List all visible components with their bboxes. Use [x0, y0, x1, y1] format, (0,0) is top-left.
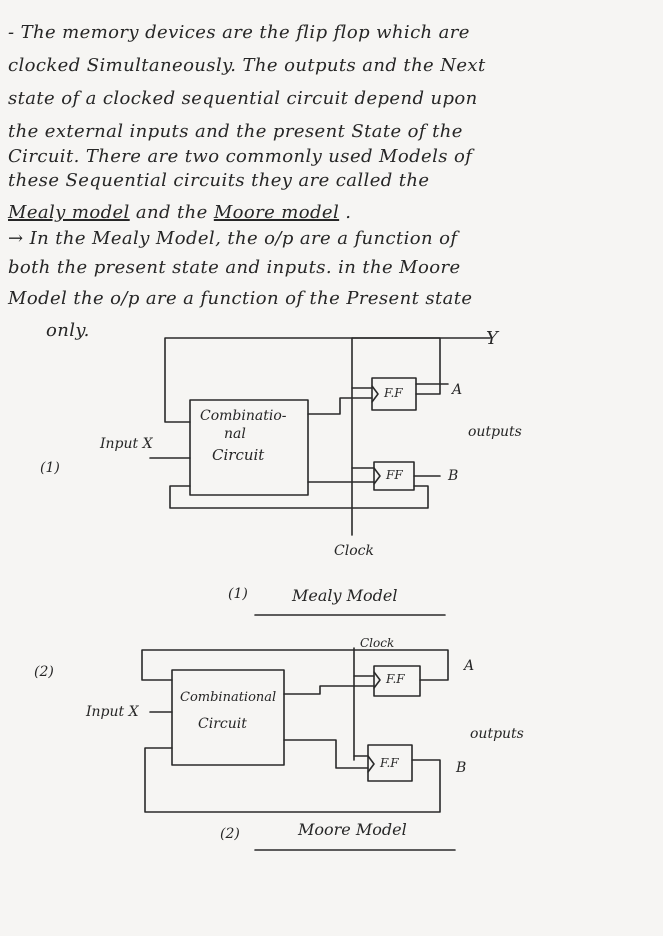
mealy-box-line-1: Combinatio- — [200, 408, 287, 424]
moore-ff-bottom-clock-mark — [367, 755, 375, 773]
moore-ff-top-label: F.F — [386, 672, 405, 686]
mealy-output-a: A — [452, 382, 463, 398]
moore-ff-top-clock-mark — [373, 671, 381, 689]
and-the-text: and the — [135, 202, 208, 223]
mealy-model-term: Mealy model — [8, 202, 130, 223]
paragraph-2-line-2: both the present state and inputs. in th… — [8, 257, 461, 278]
moore-model-term: Moore model — [213, 202, 340, 223]
mealy-box-line-2: nal — [224, 426, 246, 442]
mealy-outputs-label: outputs — [468, 424, 522, 440]
mealy-clock-label: Clock — [334, 543, 374, 559]
paragraph-1-line-1: - The memory devices are the flip flop w… — [8, 22, 470, 43]
mealy-index-label: (1) — [40, 460, 60, 476]
sentence-end: . — [345, 202, 352, 223]
moore-combinational-box — [171, 669, 285, 766]
paragraph-2-line-3: Model the o/p are a function of the Pres… — [8, 288, 473, 309]
mealy-ff-top-clock-mark — [371, 385, 379, 403]
mealy-input-label: Input X — [100, 436, 153, 452]
paragraph-1-line-7: Mealy model and the Moore model . — [8, 202, 658, 223]
moore-box-line-1: Combinational — [180, 690, 277, 705]
moore-index-label: (2) — [34, 664, 54, 680]
mealy-combinational-box — [189, 399, 309, 496]
mealy-caption: Mealy Model — [292, 586, 398, 605]
moore-box-line-2: Circuit — [198, 716, 247, 732]
mealy-ff-bottom-clock-mark — [373, 467, 381, 485]
mealy-wiring — [149, 337, 491, 616]
moore-wiring — [141, 647, 456, 851]
paragraph-1-line-4: the external inputs and the present Stat… — [8, 121, 463, 142]
mealy-output-b: B — [448, 468, 459, 484]
moore-output-b: B — [456, 760, 467, 776]
moore-outputs-label: outputs — [470, 726, 524, 742]
moore-ff-bottom-label: F.F — [380, 756, 399, 770]
mealy-box-line-3: Circuit — [212, 446, 265, 464]
paragraph-1-line-5: Circuit. There are two commonly used Mod… — [8, 146, 473, 167]
moore-ff-bottom — [367, 744, 413, 782]
paragraph-1-line-3: state of a clocked sequential circuit de… — [8, 88, 478, 109]
paragraph-2-line-4: only. — [46, 320, 90, 341]
moore-caption: Moore Model — [298, 820, 407, 839]
paragraph-1-line-2: clocked Simultaneously. The outputs and … — [8, 55, 486, 76]
mealy-ff-top-label: F.F — [384, 386, 403, 400]
paragraph-2-line-1: → In the Mealy Model, the o/p are a func… — [8, 228, 458, 249]
moore-clock-label: Clock — [360, 636, 395, 650]
moore-caption-index: (2) — [220, 826, 240, 842]
paragraph-1-line-6: these Sequential circuits they are calle… — [8, 170, 430, 191]
moore-ff-top — [373, 665, 421, 697]
mealy-y-label: Y — [486, 328, 498, 349]
mealy-caption-index: (1) — [228, 586, 248, 602]
moore-input-label: Input X — [86, 704, 139, 720]
moore-output-a: A — [464, 658, 475, 674]
mealy-ff-bottom-label: FF — [386, 468, 403, 482]
